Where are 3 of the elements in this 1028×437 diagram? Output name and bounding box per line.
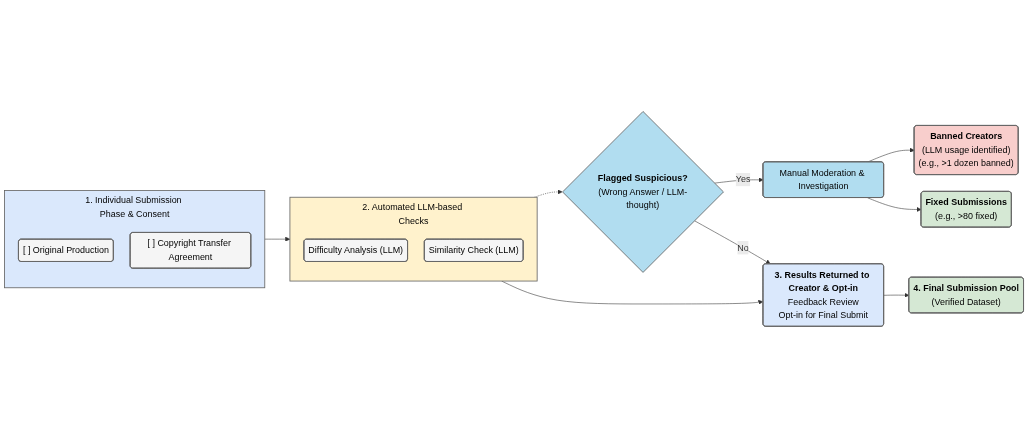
node-diamond: Flagged Suspicious? (Wrong Answer / LLM-thought) — [562, 110, 724, 273]
edge-label: Yes — [735, 174, 751, 184]
edge-label: No — [737, 242, 749, 252]
